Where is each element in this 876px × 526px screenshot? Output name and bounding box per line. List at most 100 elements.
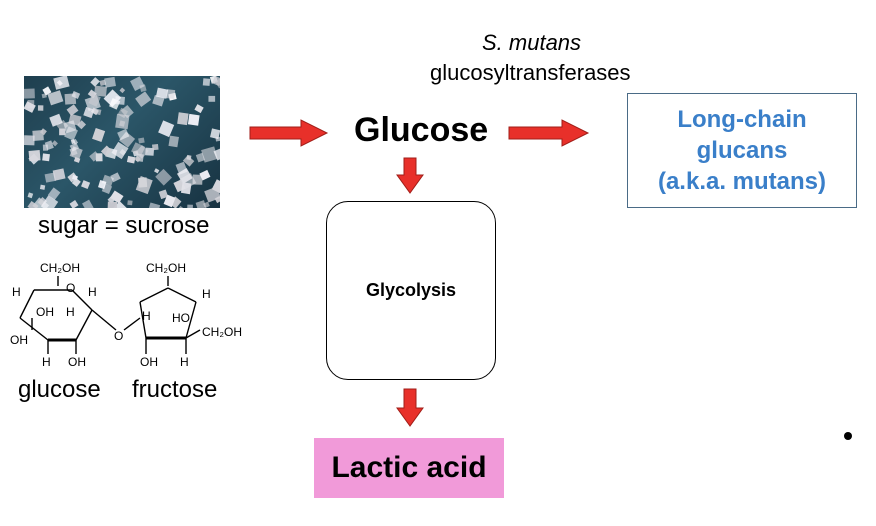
sugar-crystal xyxy=(135,145,149,159)
sugar-crystal xyxy=(51,140,58,147)
sugar-crystal xyxy=(168,135,179,148)
sugar-crystal xyxy=(187,113,200,126)
glucans-line: Long-chain xyxy=(677,106,807,133)
bond xyxy=(123,317,141,331)
sugar-crystal xyxy=(115,113,130,130)
glucose-label: glucose xyxy=(18,376,101,403)
sugar-crystal xyxy=(66,104,79,116)
sugar-crystal xyxy=(77,120,87,130)
sugar-crystal xyxy=(44,172,56,183)
sugar-crystal xyxy=(63,120,77,134)
right-arrow-icon xyxy=(508,118,590,148)
sugar-crystal xyxy=(199,169,211,181)
sugar-crystal xyxy=(94,85,107,97)
structure-label: OH xyxy=(10,333,28,347)
sugar-crystal xyxy=(59,128,66,136)
sugar-crystal xyxy=(53,76,70,90)
sugar-crystal xyxy=(100,145,112,157)
structure-label: OH xyxy=(68,355,86,369)
sugar-crystal xyxy=(47,187,61,201)
sugar-crystal xyxy=(107,201,118,208)
glucose-node: Glucose xyxy=(354,111,489,149)
sugar-crystal xyxy=(47,90,64,106)
sugar-crystal xyxy=(37,105,44,111)
sugar-crystal xyxy=(110,172,121,183)
sugar-crystal xyxy=(28,149,41,162)
sugar-crystal xyxy=(24,135,35,146)
sugar-crystal xyxy=(89,151,100,162)
sugar-crystal xyxy=(158,120,175,138)
structure-label: H xyxy=(202,287,211,301)
structure-label: OH xyxy=(36,305,54,319)
glucans-box: Long-chain glucans (a.k.a. mutans) xyxy=(627,93,857,208)
sugar-crystal xyxy=(69,200,79,208)
glucans-line: (a.k.a. mutans) xyxy=(657,168,827,195)
sugar-crystal xyxy=(177,112,189,126)
bond xyxy=(185,301,197,339)
sugar-crystal xyxy=(138,177,148,188)
sugar-crystal xyxy=(83,106,95,119)
sugar-crystal xyxy=(42,144,48,151)
sucrose-structure-diagram: CH₂OH H H OH H OH H OH O O CH₂OH H H HO … xyxy=(10,261,242,369)
sugar-crystal xyxy=(104,76,116,88)
bond xyxy=(167,287,197,303)
sugar-crystal xyxy=(201,146,218,163)
sugar-crystal xyxy=(37,196,48,207)
enzyme-label: glucosyltransferases xyxy=(430,60,631,85)
sugar-crystal xyxy=(215,136,220,142)
sugar-crystal xyxy=(24,88,35,99)
sugar-crystal xyxy=(40,195,59,208)
bond xyxy=(75,309,93,341)
sugar-crystal xyxy=(119,87,126,94)
bond xyxy=(139,287,169,303)
sugar-crystal xyxy=(27,200,39,208)
structure-label: H xyxy=(66,305,75,319)
structure-label: H xyxy=(12,285,21,299)
glycolysis-box: Glycolysis xyxy=(326,201,496,380)
bond xyxy=(185,329,201,339)
sugar-crystal xyxy=(155,87,169,99)
sugar-crystal xyxy=(114,96,125,105)
structure-label: OH xyxy=(140,355,158,369)
sugar-crystal xyxy=(110,190,124,204)
structure-label: CH₂OH xyxy=(202,325,242,339)
bullet-dot xyxy=(844,432,852,440)
sugar-crystal xyxy=(88,93,101,107)
lactic-acid-box: Lactic acid xyxy=(314,438,504,498)
sugar-crystal xyxy=(94,108,102,116)
down-arrow-icon xyxy=(395,388,425,428)
sugar-crystal xyxy=(203,201,210,208)
sugar-crystal xyxy=(111,141,129,160)
sugar-crystal xyxy=(187,204,193,208)
bond xyxy=(19,289,35,319)
structure-label: O xyxy=(114,329,123,343)
structure-label: H xyxy=(142,309,151,323)
bond xyxy=(91,309,117,331)
lactic-acid-label: Lactic acid xyxy=(331,451,487,484)
sugar-crystal xyxy=(158,189,169,200)
sugar-crystal xyxy=(90,77,100,87)
sugar-crystal xyxy=(154,168,160,174)
structure-label: O xyxy=(66,281,75,295)
sugar-crystal xyxy=(145,147,155,156)
down-arrow-icon xyxy=(395,157,425,195)
bond xyxy=(19,317,49,341)
glucans-line: glucans xyxy=(696,137,788,164)
sugar-crystal xyxy=(32,197,50,208)
sugar-crystal xyxy=(103,89,122,108)
sugar-crystal xyxy=(134,155,141,163)
sugar-crystal xyxy=(214,76,220,89)
sugar-crystal xyxy=(204,186,220,203)
sugar-crystal xyxy=(139,84,147,92)
sugar-crystal xyxy=(182,155,195,167)
sugar-crystal xyxy=(166,89,176,99)
sugar-crystal xyxy=(24,101,36,113)
sugar-crystal xyxy=(41,93,47,99)
sugar-crystal xyxy=(135,91,152,107)
sugar-crystal xyxy=(138,137,145,144)
sugar-crystal xyxy=(70,139,76,145)
sugar-crystal xyxy=(42,86,52,96)
sugar-crystal xyxy=(151,144,159,151)
sugar-crystal xyxy=(49,113,63,127)
sugar-crystal xyxy=(69,142,80,152)
